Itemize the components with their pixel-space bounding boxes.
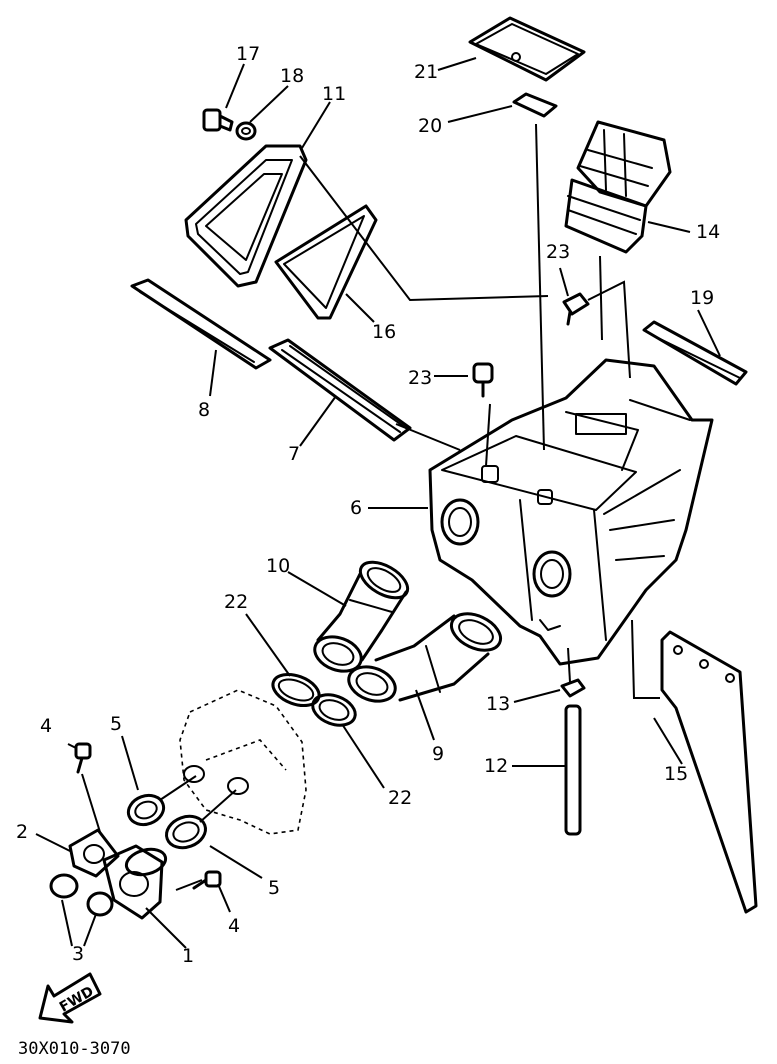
part-1-manifold[interactable]	[102, 844, 168, 920]
callout-19: 19	[690, 287, 714, 309]
part-6-air-filter-case[interactable]	[428, 358, 714, 666]
part-3-o-ring-left[interactable]	[49, 873, 79, 899]
callout-9: 9	[432, 743, 444, 765]
callout-10: 10	[266, 555, 290, 577]
part-10-joint[interactable]	[310, 555, 414, 677]
callout-11: 11	[322, 83, 346, 105]
callout-21: 21	[414, 61, 438, 83]
callout-22-left: 22	[224, 591, 248, 613]
callout-16: 16	[372, 321, 396, 343]
callout-5-lower: 5	[268, 877, 280, 899]
fwd-arrow: FWD	[38, 972, 102, 1024]
part-22-clamp-left[interactable]	[269, 669, 324, 712]
callout-5-upper: 5	[110, 713, 122, 735]
fwd-label: FWD	[57, 983, 97, 1015]
part-2-flange[interactable]	[68, 828, 120, 878]
part-14-intake-duct[interactable]	[564, 120, 672, 254]
part-8-filter-element[interactable]	[130, 278, 272, 370]
callout-13: 13	[486, 693, 510, 715]
drawing-code: 30X010-3070	[18, 1039, 131, 1059]
part-23-bolt-lower[interactable]	[472, 362, 494, 398]
callout-2: 2	[16, 821, 28, 843]
part-4-bolt-upper[interactable]	[74, 742, 92, 774]
part-13-clip[interactable]	[560, 678, 586, 698]
callout-4-lower: 4	[228, 915, 240, 937]
callout-3: 3	[72, 943, 84, 965]
callout-15: 15	[664, 763, 688, 785]
callout-labels: 17 18 11 21 20 14 23 19 16 8 7 23 6 10 2…	[16, 43, 720, 967]
part-15-plate[interactable]	[660, 630, 758, 914]
callout-12: 12	[484, 755, 508, 777]
part-12-drain-hose[interactable]	[564, 704, 582, 836]
carburetor-spigots	[183, 765, 249, 795]
callout-8: 8	[198, 399, 210, 421]
callout-23-lower: 23	[408, 367, 432, 389]
part-20-pad[interactable]	[512, 92, 558, 118]
callout-23-upper: 23	[546, 241, 570, 263]
part-18-washer[interactable]	[235, 121, 257, 141]
callout-4-upper: 4	[40, 715, 52, 737]
part-3-o-ring-right[interactable]	[86, 891, 114, 917]
part-11-filter-case-cover[interactable]	[184, 144, 308, 288]
part-22-clamp-right[interactable]	[309, 689, 360, 730]
part-16-seal[interactable]	[274, 204, 378, 320]
leader-lines	[35, 57, 721, 949]
part-9-joint[interactable]	[344, 607, 506, 708]
callout-1: 1	[182, 945, 194, 967]
callout-17: 17	[236, 43, 260, 65]
part-5-clamp-upper[interactable]	[124, 791, 167, 830]
callout-20: 20	[418, 115, 442, 137]
callout-22-right: 22	[388, 787, 412, 809]
part-4-bolt-lower[interactable]	[192, 870, 222, 890]
callout-18: 18	[280, 65, 304, 87]
part-7-filter-element[interactable]	[268, 338, 412, 442]
callout-6: 6	[350, 497, 362, 519]
callout-14: 14	[696, 221, 720, 243]
part-17-bolt[interactable]	[202, 108, 234, 132]
callout-7: 7	[288, 443, 300, 465]
part-23-bolt-upper[interactable]	[562, 292, 590, 326]
part-19-strip[interactable]	[642, 320, 748, 386]
part-21-cover-plate[interactable]	[468, 16, 586, 82]
reference-outline	[179, 689, 307, 835]
part-5-clamp-lower[interactable]	[162, 811, 210, 853]
